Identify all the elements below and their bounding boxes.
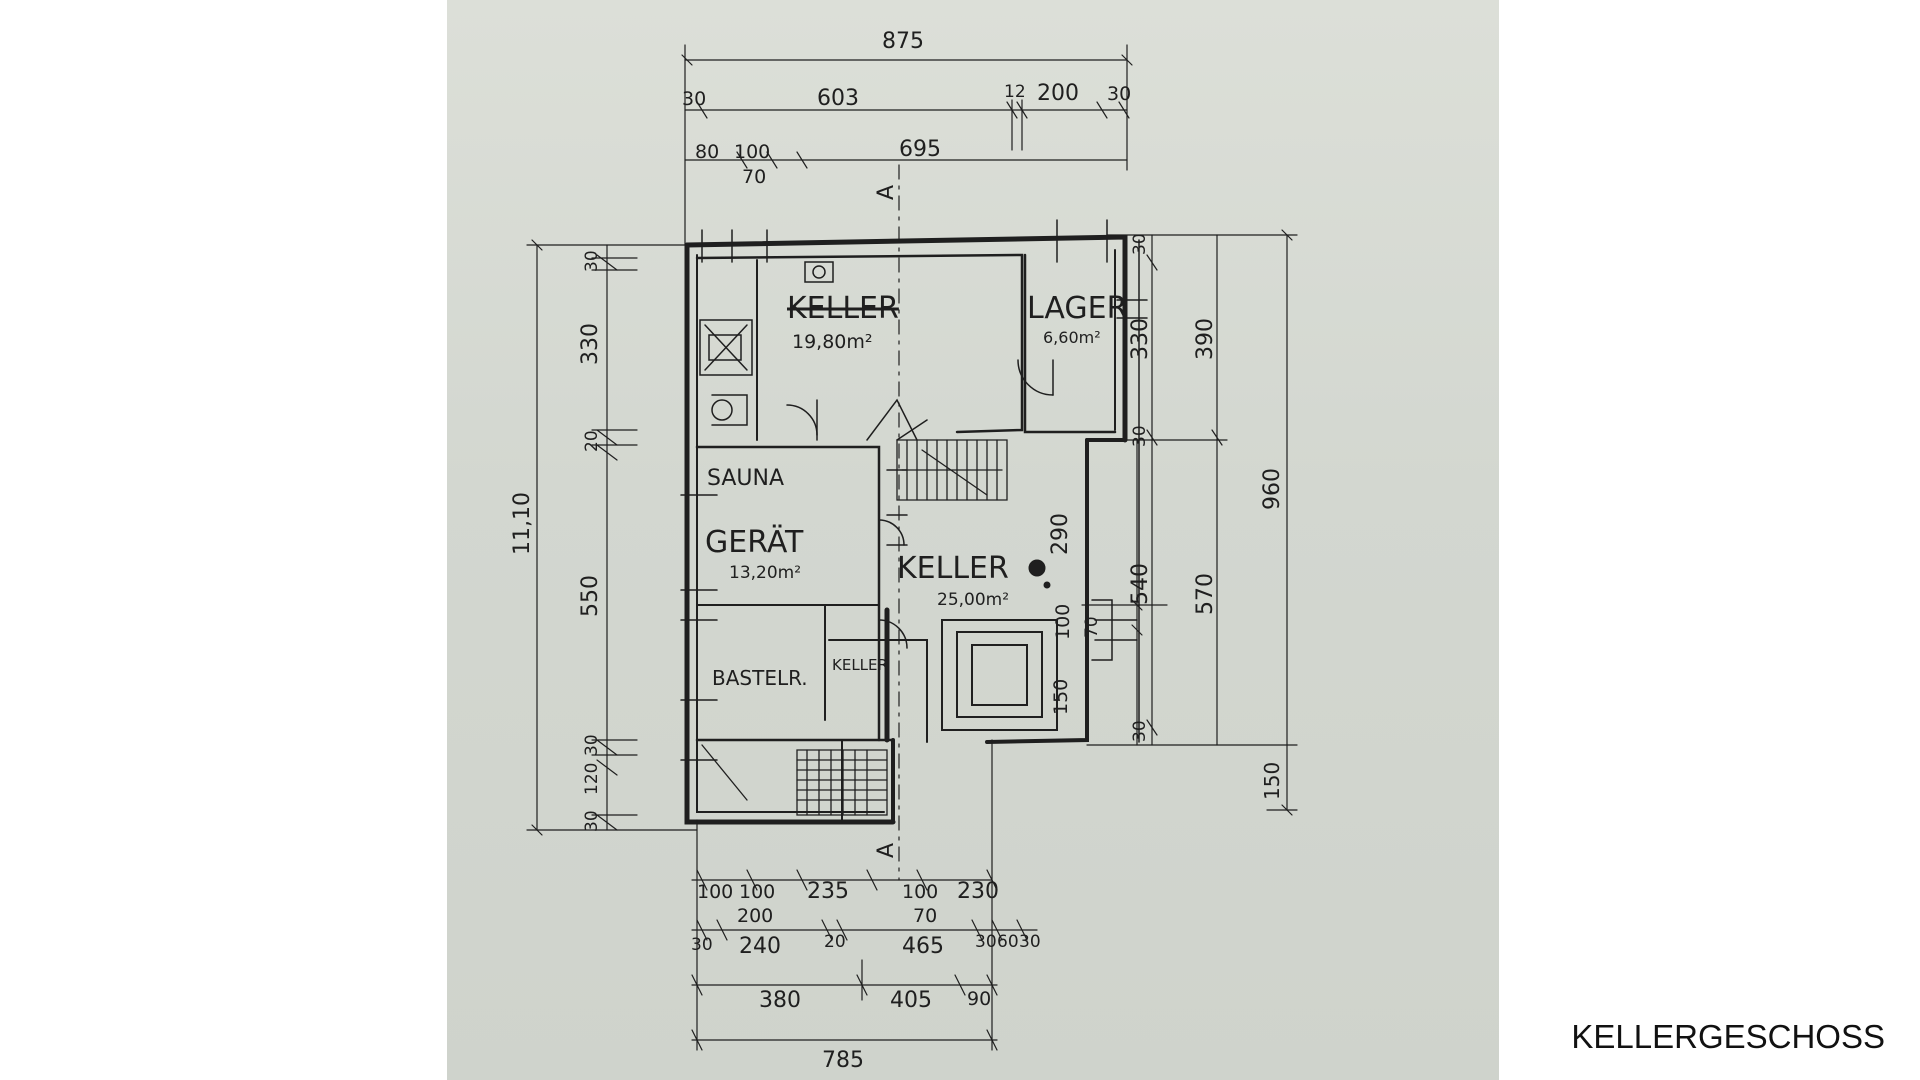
dim-bottom-200: 200 [737, 905, 773, 927]
dim-left-550: 550 [578, 575, 603, 617]
stairs-lower [701, 744, 888, 816]
dim-bottom-465: 465 [902, 934, 944, 959]
room-area-keller-top: 19,80m² [792, 331, 873, 353]
floor-plan-drawing: KELLER 19,80m² LAGER 6,60m² SAUNA GERÄT … [510, 29, 1298, 1073]
dim-top-80: 80 [695, 141, 719, 163]
wall-small-keller [828, 639, 928, 743]
dim-right-960: 960 [1260, 468, 1285, 510]
dim-left-30a: 30 [582, 250, 602, 272]
floor-caption: KELLERGESCHOSS [1571, 1018, 1885, 1055]
dim-left-20: 20 [582, 430, 602, 452]
dim-bottom-380: 380 [759, 988, 801, 1013]
dim-left-30c: 30 [582, 810, 602, 832]
room-area-geraet: 13,20m² [729, 563, 801, 583]
dim-bottom-90: 90 [967, 988, 991, 1010]
dim-bottom-230: 230 [957, 879, 999, 904]
dim-top-603: 603 [817, 86, 859, 111]
door-swings [786, 359, 1113, 661]
dim-bottom-70: 70 [913, 905, 937, 927]
dim-bottom-235: 235 [807, 879, 849, 904]
dim-top-overall: 875 [882, 29, 924, 54]
dim-right-70: 70 [1082, 616, 1102, 638]
section-marker-top: A [874, 185, 899, 200]
outer-wall-left [684, 242, 896, 825]
dim-right-570: 570 [1193, 573, 1218, 615]
windows [680, 219, 1148, 761]
section-marker-bottom: A [874, 843, 899, 858]
dim-right-540: 540 [1128, 563, 1153, 605]
dim-bottom-100c: 100 [902, 881, 938, 903]
dim-top-200: 200 [1037, 81, 1079, 106]
dim-left-120: 120 [582, 763, 602, 795]
room-label-sauna: SAUNA [707, 466, 784, 491]
room-area-keller-main: 25,00m² [937, 590, 1009, 610]
dim-bottom-100a: 100 [697, 881, 733, 903]
room-label-geraet: GERÄT [705, 524, 804, 560]
dim-top-12: 12 [1004, 82, 1026, 102]
room-label-keller-small: KELLER [832, 656, 888, 674]
dim-right-330: 330 [1128, 318, 1153, 360]
room-label-keller-main: KELLER [897, 551, 1009, 586]
dim-bottom-30c: 30 [1019, 932, 1041, 952]
dim-right-100: 100 [1052, 604, 1074, 640]
dim-top-30a: 30 [682, 88, 706, 110]
dim-right-290: 290 [1048, 513, 1073, 555]
wall-lager [1023, 253, 1117, 434]
room-label-lager: LAGER [1027, 291, 1127, 326]
dim-left-overall: 11,10 [510, 492, 535, 555]
outer-wall-right [985, 438, 1089, 744]
dim-top-30b: 30 [1107, 83, 1131, 105]
dim-right-30a: 30 [1130, 233, 1150, 255]
dim-bottom-20: 20 [824, 932, 846, 952]
drain-icon [1028, 559, 1046, 577]
dim-right-390: 390 [1193, 318, 1218, 360]
dim-right-150b: 150 [1050, 679, 1072, 715]
dim-bottom-30a: 30 [691, 935, 713, 955]
wall-keller-top [695, 253, 1024, 434]
room-label-bastelraum: BASTELR. [712, 666, 808, 690]
boiler [941, 619, 1058, 731]
utility-fixtures [699, 261, 834, 426]
dim-bottom-785: 785 [822, 1048, 864, 1073]
dim-left-30b: 30 [582, 734, 602, 756]
dim-right-30c: 30 [1130, 720, 1150, 742]
stairs-upper [896, 439, 1008, 501]
dim-bottom-30b: 30 [975, 932, 997, 952]
wall-sauna [695, 445, 881, 742]
dim-right-150: 150 [1260, 762, 1284, 800]
dim-left-330: 330 [578, 323, 603, 365]
floor-plan-scan: KELLER 19,80m² LAGER 6,60m² SAUNA GERÄT … [447, 0, 1499, 1080]
room-label-keller-top: KELLER [787, 291, 899, 326]
outer-wall-top [684, 234, 1128, 443]
dimension-lines [526, 44, 1298, 1051]
dim-bottom-60: 60 [997, 932, 1019, 952]
dim-top-100: 100 [734, 141, 770, 163]
dim-right-30b: 30 [1130, 425, 1150, 447]
dim-top-695: 695 [899, 137, 941, 162]
dim-top-70: 70 [742, 166, 766, 188]
dim-bottom-240: 240 [739, 934, 781, 959]
room-area-lager: 6,60m² [1043, 328, 1101, 347]
dim-bottom-405: 405 [890, 988, 932, 1013]
dim-bottom-100b: 100 [739, 881, 775, 903]
